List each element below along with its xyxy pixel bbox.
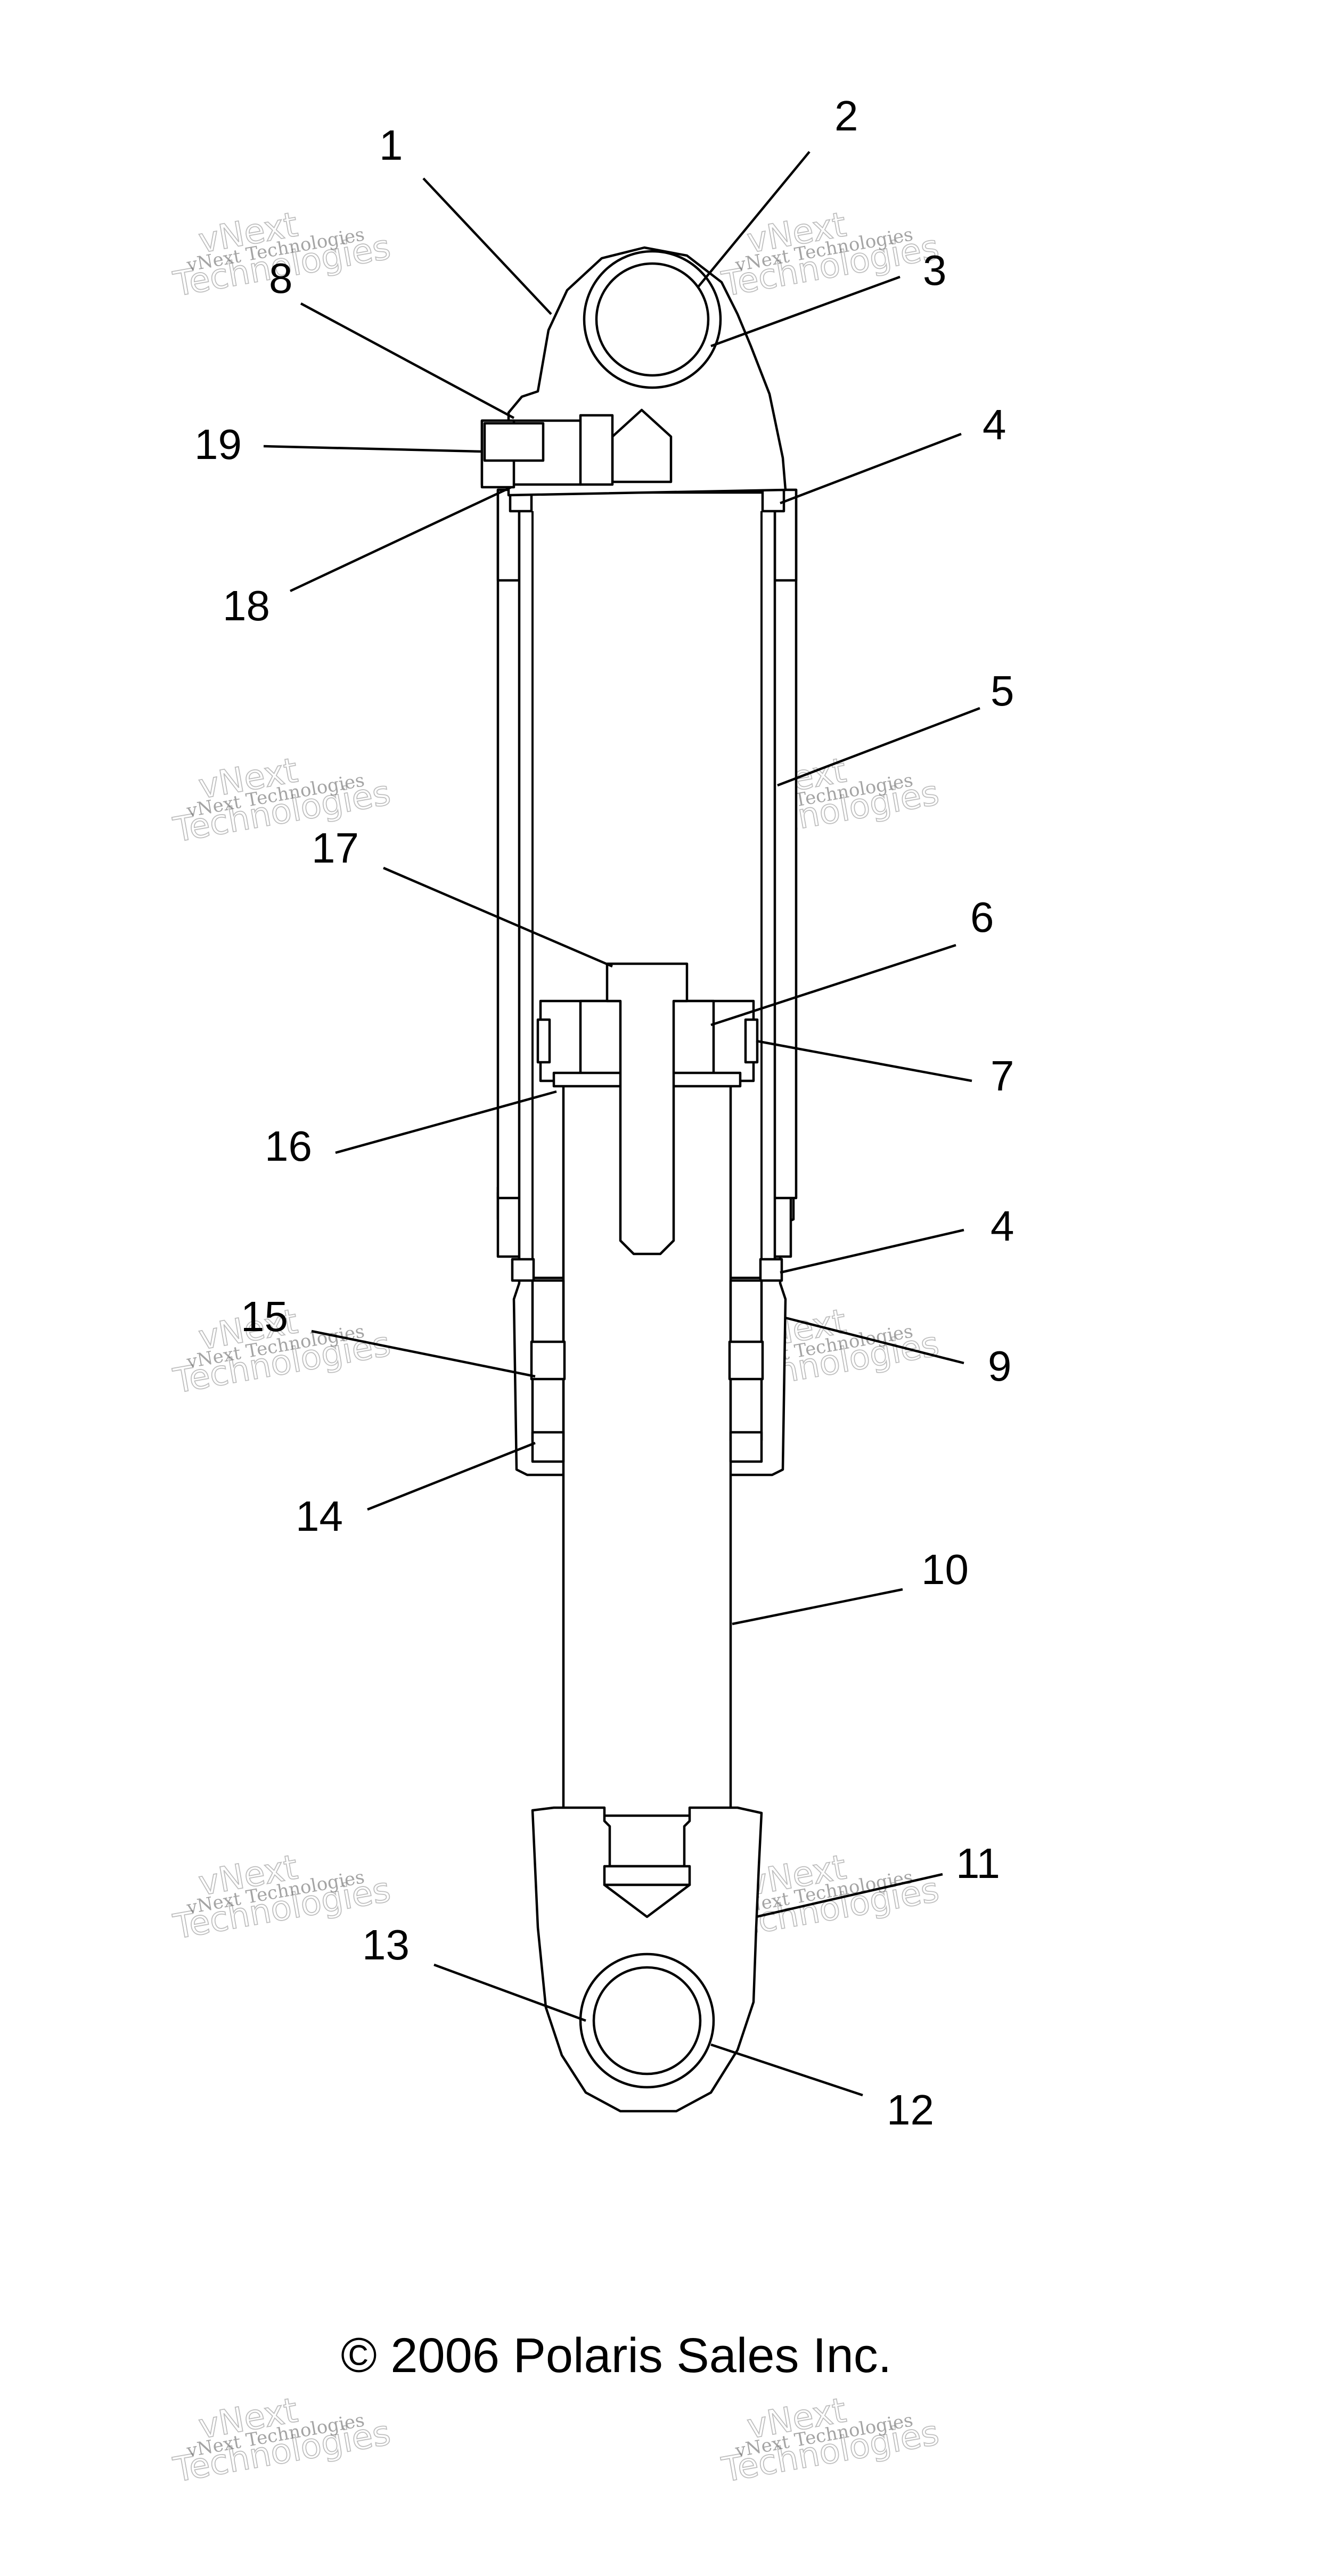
lower-eye-bore xyxy=(603,1883,691,1918)
callout-11: 11 xyxy=(956,1840,1000,1887)
shock-absorber xyxy=(480,246,798,2113)
valve-body xyxy=(579,414,614,486)
leader-16 xyxy=(335,1090,557,1154)
callout-1: 1 xyxy=(379,121,403,169)
callout-7: 7 xyxy=(990,1052,1014,1100)
leader-9 xyxy=(785,1316,964,1365)
valve-screw xyxy=(483,422,545,462)
leader-lines xyxy=(263,151,980,2097)
callout-14: 14 xyxy=(296,1492,343,1540)
callout-5: 5 xyxy=(990,667,1014,715)
watermark: vNext Technologies vNext Technologies xyxy=(718,2390,943,2491)
callout-4-bottom: 4 xyxy=(990,1202,1014,1250)
leader-19 xyxy=(263,445,482,453)
leader-14 xyxy=(367,1441,536,1511)
watermark: vNext Technologies vNext Technologies xyxy=(170,750,394,851)
piston-bolt xyxy=(605,962,689,1256)
leader-13 xyxy=(433,1963,586,2022)
wiper-seal-right xyxy=(729,1431,763,1463)
callout-15: 15 xyxy=(241,1293,288,1340)
callout-12: 12 xyxy=(887,2086,934,2134)
watermark: vNext Technologies vNext Technologies xyxy=(170,2390,394,2491)
callout-8: 8 xyxy=(269,255,293,302)
leader-6 xyxy=(710,944,956,1027)
leader-12 xyxy=(710,2043,863,2097)
leader-5 xyxy=(777,707,980,787)
copyright-notice: © 2006 Polaris Sales Inc. xyxy=(341,2328,891,2383)
callout-13: 13 xyxy=(362,1921,410,1968)
leader-7 xyxy=(756,1039,972,1082)
callout-9: 9 xyxy=(988,1342,1012,1390)
o-ring-bottom-left xyxy=(511,1258,535,1282)
seal-bushing xyxy=(530,1340,566,1381)
leader-3 xyxy=(710,275,901,348)
callout-19: 19 xyxy=(194,421,242,468)
leader-11 xyxy=(756,1873,943,1918)
leader-10 xyxy=(732,1588,903,1626)
o-ring-bottom-right xyxy=(759,1258,783,1282)
leader-15 xyxy=(311,1330,536,1378)
upper-eye-sleeve xyxy=(595,262,710,377)
leader-2 xyxy=(697,151,811,289)
callout-18: 18 xyxy=(223,582,270,629)
lower-eye-slot xyxy=(603,1865,691,1886)
callout-10: 10 xyxy=(921,1546,969,1593)
watermark: vNext Technologies vNext Technologies xyxy=(170,1847,394,1948)
leader-4-bottom xyxy=(780,1228,964,1274)
wiper-seal-left xyxy=(531,1431,565,1463)
watermark: vNext Technologies vNext Technologies xyxy=(718,204,943,305)
leader-17 xyxy=(383,866,613,968)
leader-4-top xyxy=(780,432,962,505)
callout-4-top: 4 xyxy=(983,401,1006,448)
piston-band-right xyxy=(744,1018,759,1064)
callout-3: 3 xyxy=(923,247,947,294)
watermark: vNext Technologies vNext Technologies xyxy=(170,204,394,305)
seal-bushing-right xyxy=(728,1340,764,1381)
o-ring-top-right xyxy=(761,488,785,513)
leader-18 xyxy=(290,486,512,593)
callout-labels: 1 2 3 8 19 18 4 5 17 6 7 16 4 15 9 14 10… xyxy=(194,92,1014,2134)
callout-17: 17 xyxy=(312,824,359,872)
piston-band-left xyxy=(536,1018,551,1064)
leader-1 xyxy=(422,177,552,315)
lower-eye-sleeve xyxy=(592,1966,702,2075)
leader-8 xyxy=(300,302,515,419)
callout-2: 2 xyxy=(834,92,858,140)
callout-6: 6 xyxy=(970,893,994,941)
callout-16: 16 xyxy=(265,1122,312,1170)
